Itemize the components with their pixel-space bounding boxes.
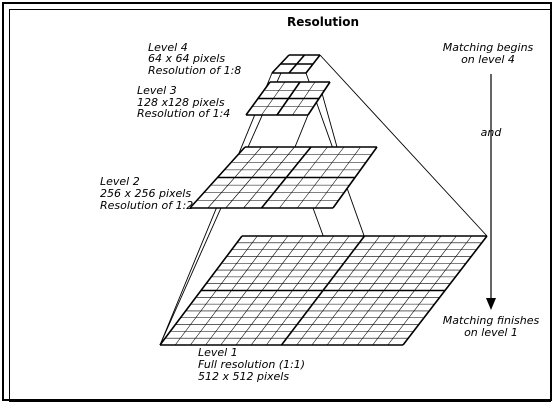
diagram-title: Resolution bbox=[287, 15, 359, 29]
matching-finishes-line1: Matching finishes bbox=[443, 314, 540, 327]
level2-resolution: Resolution of 1:2 bbox=[100, 199, 193, 212]
level3-pixels: 128 x128 pixels bbox=[137, 96, 225, 109]
level2-grid-col-line bbox=[332, 146, 378, 209]
level3-name: Level 3 bbox=[137, 84, 177, 97]
level1-grid-col-line bbox=[387, 235, 472, 346]
level2-pixels: 256 x 256 pixels bbox=[100, 187, 191, 200]
pyramid-structure bbox=[159, 54, 488, 346]
level4-grid-col-line bbox=[288, 54, 306, 74]
level1-grid-col-line bbox=[342, 235, 426, 346]
level2-grid-col-line bbox=[260, 146, 312, 209]
level1-grid-col-line bbox=[326, 235, 411, 346]
level1-grid-col-line bbox=[311, 235, 396, 346]
level1-grid-col-line bbox=[357, 235, 442, 346]
level1-resolution: Full resolution (1:1) bbox=[198, 358, 305, 371]
level2-grid-col-line bbox=[314, 146, 361, 209]
figure-inner-border bbox=[9, 9, 551, 402]
level1-grid-col-line bbox=[296, 235, 381, 346]
level3-grid-col-line bbox=[276, 81, 301, 116]
pyramid-connector-line bbox=[294, 114, 309, 148]
pyramid-connector-line bbox=[319, 85, 338, 148]
level4-resolution: Resolution of 1:8 bbox=[148, 64, 241, 77]
level4-pixels: 64 x 64 pixels bbox=[148, 52, 225, 65]
matching-finishes-line2: on level 1 bbox=[464, 326, 518, 339]
level1-grid-col-line bbox=[372, 235, 457, 346]
level1-grid-col-line bbox=[402, 235, 488, 346]
pyramid-edge-line bbox=[319, 54, 488, 237]
level2-grid-col-line bbox=[279, 146, 328, 209]
level4-grid-col-line bbox=[305, 54, 321, 74]
level3-resolution: Resolution of 1:4 bbox=[137, 107, 230, 120]
level3-grid-col-line bbox=[307, 81, 331, 116]
level2-name: Level 2 bbox=[100, 175, 140, 188]
level1-grid-col-line bbox=[280, 235, 366, 346]
level1-name: Level 1 bbox=[198, 346, 238, 359]
level1-pixels: 512 x 512 pixels bbox=[198, 370, 289, 383]
matching-begins-line1: Matching begins bbox=[443, 41, 534, 54]
matching-begins-line2: on level 4 bbox=[461, 53, 515, 66]
level2-grid-col-line bbox=[297, 146, 345, 209]
arrow-head-icon bbox=[486, 298, 496, 310]
pyramid-edge-line bbox=[159, 72, 273, 346]
level4-name: Level 4 bbox=[148, 41, 188, 54]
level3-grid-col-line bbox=[292, 81, 316, 116]
